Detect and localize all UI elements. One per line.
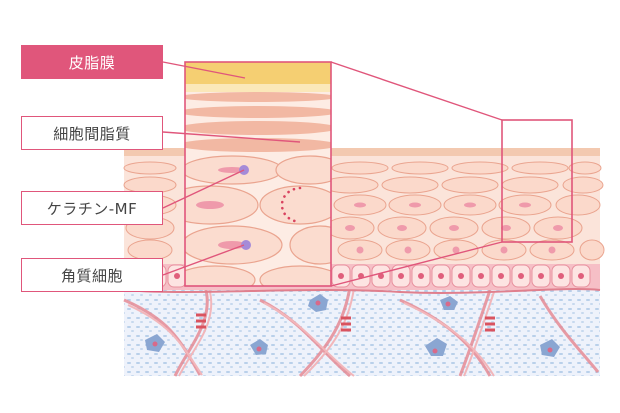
dermis-layer xyxy=(123,285,600,378)
label-corneocyte: 角質細胞 xyxy=(21,258,163,292)
leader-lines xyxy=(162,61,301,276)
label-sebum-membrane: 皮脂膜 xyxy=(21,45,163,79)
zoom-box xyxy=(184,61,332,287)
source-box xyxy=(501,119,573,243)
collagen-cross xyxy=(196,313,495,332)
label-intercellular-lipid: 細胞間脂質 xyxy=(21,116,163,150)
label-keratin-mf: ケラチン-MF xyxy=(21,191,163,225)
zoom-connector-lines xyxy=(330,61,503,287)
